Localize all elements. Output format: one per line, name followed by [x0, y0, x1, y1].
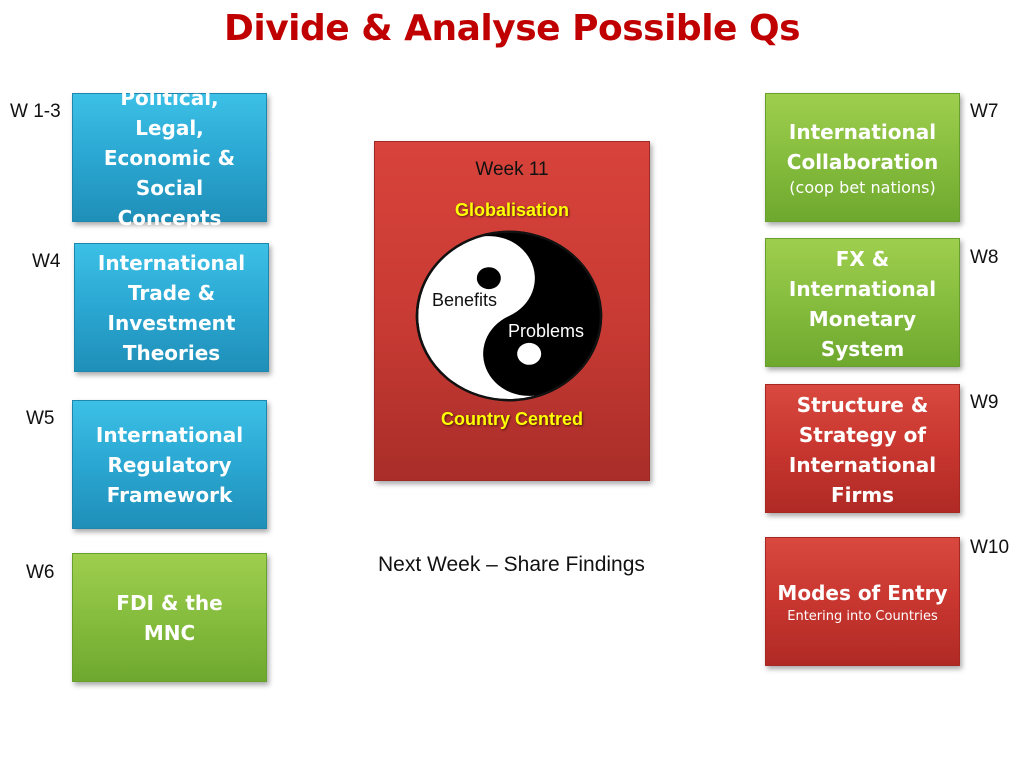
topic-box-trade-investment: International Trade & Investment Theorie…	[74, 243, 269, 372]
topic-box-political-legal: Political, Legal, Economic & Social Conc…	[72, 86, 267, 230]
topic-box-fdi-mnc: FDI & the MNC	[72, 553, 267, 682]
week-label-w8: W8	[970, 247, 999, 268]
week-label-w7: W7	[970, 101, 999, 122]
topic-line: Collaboration	[786, 149, 939, 174]
week-label-w5: W5	[26, 408, 55, 429]
topic-line: International	[95, 422, 244, 447]
center-week-label: Week 11	[475, 159, 549, 180]
topic-line: Regulatory	[107, 452, 232, 477]
next-week-text: Next Week – Share Findings	[378, 553, 645, 576]
topic-line: Investment	[107, 310, 236, 335]
topic-box-fx-monetary: FX & International Monetary System	[765, 238, 960, 367]
topic-line: FX &	[835, 247, 890, 271]
country-centred-label: Country Centred	[440, 409, 583, 429]
topic-line: Framework	[106, 482, 233, 507]
topic-subtitle: Entering into Countries	[787, 608, 938, 624]
topic-box-structure-strategy: Structure & Strategy of International Fi…	[765, 384, 960, 513]
topic-line: Strategy of	[798, 423, 927, 447]
week-label-w1-3: W 1-3	[10, 101, 61, 122]
topic-line: Theories	[122, 340, 221, 365]
topic-box-modes-of-entry: Modes of Entry Entering into Countries	[765, 537, 960, 666]
slide-title: Divide & Analyse Possible Qs	[223, 8, 801, 49]
topic-line: International	[788, 277, 937, 301]
topic-box-regulatory-framework: International Regulatory Framework	[72, 400, 267, 529]
topic-line: Monetary	[808, 307, 917, 331]
problems-label: Problems	[508, 321, 585, 341]
week-label-w10: W10	[970, 537, 1010, 558]
topic-line: International	[788, 453, 937, 477]
topic-line: MNC	[143, 620, 196, 645]
topic-line: International	[788, 119, 937, 144]
topic-line: Social Concepts	[117, 175, 222, 230]
topic-line: Trade &	[127, 280, 216, 305]
topic-line: Firms	[830, 483, 895, 507]
topic-line: Political, Legal,	[120, 85, 219, 140]
topic-line: Structure &	[796, 393, 929, 417]
topic-line: System	[820, 337, 905, 361]
yin-yang-icon	[415, 230, 603, 402]
globalisation-label: Globalisation	[454, 200, 569, 220]
topic-subtitle: (coop bet nations)	[789, 177, 936, 197]
week-label-w9: W9	[970, 392, 999, 413]
topic-line: International	[97, 250, 246, 275]
week11-globalisation-panel: Week 11 Globalisation Benefits Problems …	[374, 141, 650, 481]
week-label-w6: W6	[26, 562, 55, 583]
topic-line: Economic &	[103, 145, 236, 170]
topic-line: Modes of Entry	[777, 580, 948, 605]
week-label-w4: W4	[32, 251, 61, 272]
topic-line: FDI & the	[116, 590, 223, 615]
topic-box-international-collaboration: International Collaboration (coop bet na…	[765, 93, 960, 222]
benefits-label: Benefits	[432, 290, 498, 310]
